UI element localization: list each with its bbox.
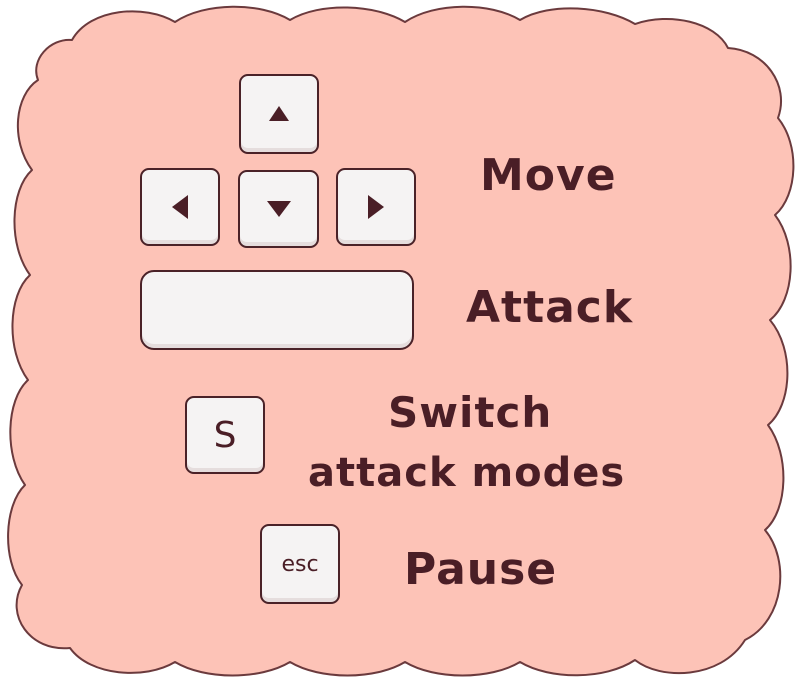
arrow-left-icon	[172, 195, 188, 219]
esc-key: esc	[260, 524, 340, 604]
s-key-label: S	[213, 414, 237, 456]
switch-label-line2: attack modes	[308, 450, 626, 496]
arrow-right-key	[336, 168, 416, 246]
arrow-down-icon	[266, 201, 291, 217]
arrow-up-key	[239, 74, 319, 154]
arrow-left-key	[140, 168, 220, 246]
switch-label-line1: Switch	[388, 388, 553, 437]
arrow-up-icon	[269, 106, 289, 121]
pause-label: Pause	[404, 544, 558, 595]
spacebar-key	[140, 270, 414, 350]
esc-key-label: esc	[281, 551, 319, 577]
arrow-down-key	[238, 170, 319, 248]
s-key: S	[185, 396, 265, 474]
move-label: Move	[480, 150, 617, 201]
attack-label: Attack	[466, 282, 634, 333]
arrow-right-icon	[368, 195, 384, 219]
